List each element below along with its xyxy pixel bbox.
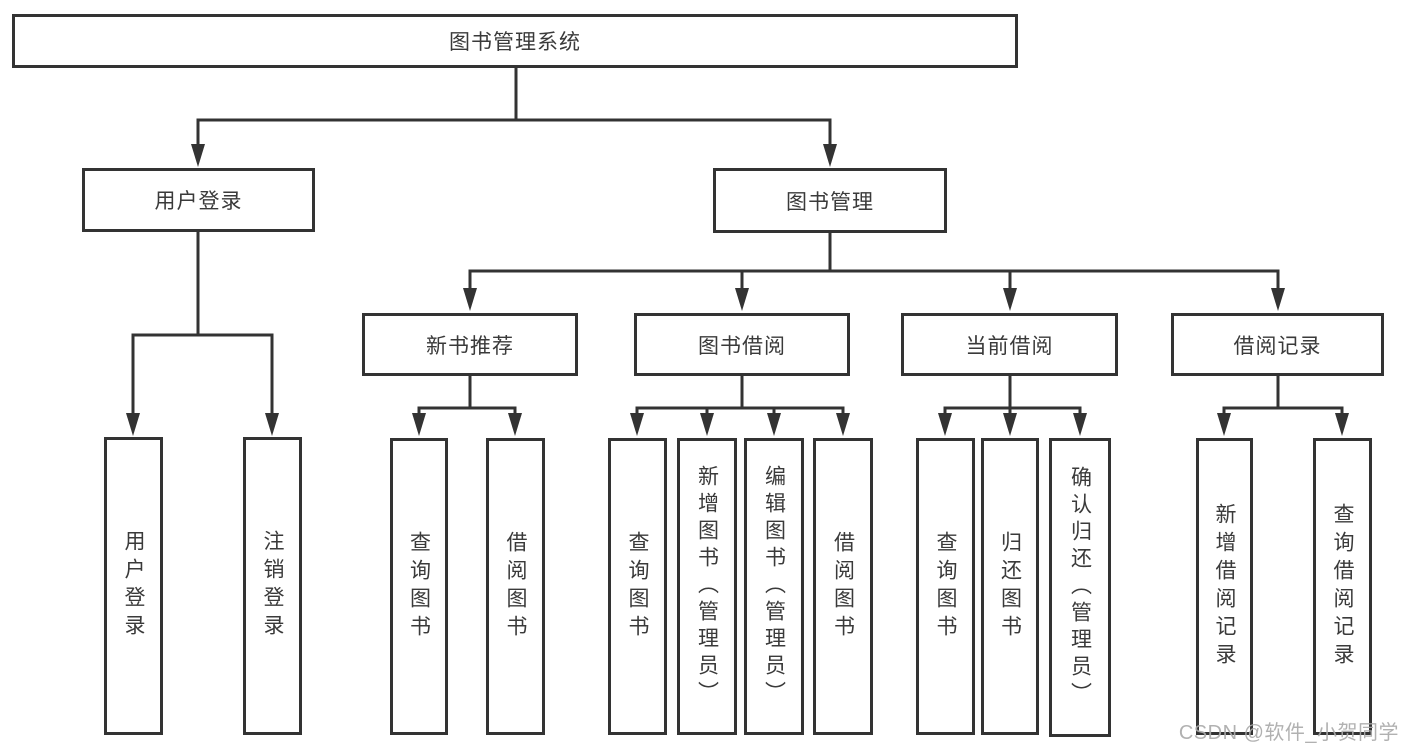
node-label: 借阅图书 (831, 530, 855, 643)
node-label: 新书推荐 (426, 334, 514, 358)
node-label: 查询借阅记录 (1331, 502, 1354, 671)
node-book-borrowing: 图书借阅 (634, 313, 850, 376)
node-user-login-leaf: 用户登录 (104, 437, 163, 735)
csdn-watermark: CSDN @软件_小贺同学 (1178, 722, 1399, 744)
node-label: 图书借阅 (698, 334, 786, 358)
node-label: 图书管理 (786, 190, 874, 214)
node-label: 借阅图书 (504, 530, 527, 643)
node-label: 确认归还（管理员） (1068, 466, 1092, 709)
node-bb-add-books-admin: 新增图书（管理员） (677, 438, 737, 735)
node-book-management-branch: 图书管理 (713, 168, 947, 233)
node-label: 查询图书 (626, 530, 649, 643)
node-logout-leaf: 注销登录 (243, 437, 302, 735)
node-borrow-records: 借阅记录 (1171, 313, 1384, 376)
node-cb-confirm-return-admin: 确认归还（管理员） (1049, 438, 1111, 737)
node-nbr-borrow-books: 借阅图书 (486, 438, 545, 735)
node-user-login-branch: 用户登录 (82, 168, 315, 232)
node-new-book-recommend: 新书推荐 (362, 313, 578, 376)
node-label: 注销登录 (261, 530, 284, 642)
node-br-query-record: 查询借阅记录 (1313, 438, 1372, 735)
node-label: 用户登录 (122, 530, 145, 642)
node-label: 当前借阅 (965, 334, 1054, 358)
node-current-borrowing: 当前借阅 (901, 313, 1118, 376)
node-label: 新增借阅记录 (1213, 502, 1236, 671)
node-cb-query-books: 查询图书 (916, 438, 975, 735)
node-bb-borrow-books: 借阅图书 (813, 438, 873, 735)
node-label: 用户登录 (154, 190, 243, 213)
node-bb-edit-books-admin: 编辑图书（管理员） (744, 438, 804, 735)
node-label: 编辑图书（管理员） (762, 465, 786, 708)
node-label: 查询图书 (407, 530, 431, 643)
arrowheads (126, 144, 1349, 436)
node-cb-return-books: 归还图书 (981, 438, 1039, 735)
node-label: 归还图书 (998, 530, 1022, 643)
node-label: 借阅记录 (1233, 334, 1322, 358)
node-label: 新增图书（管理员） (695, 465, 719, 708)
node-label: 图书管理系统 (449, 31, 581, 54)
node-nbr-query-books: 查询图书 (390, 438, 448, 735)
node-bb-query-books: 查询图书 (608, 438, 667, 735)
node-label: 查询图书 (934, 530, 957, 643)
node-br-add-record: 新增借阅记录 (1196, 438, 1253, 735)
node-library-management-system: 图书管理系统 (12, 14, 1018, 68)
